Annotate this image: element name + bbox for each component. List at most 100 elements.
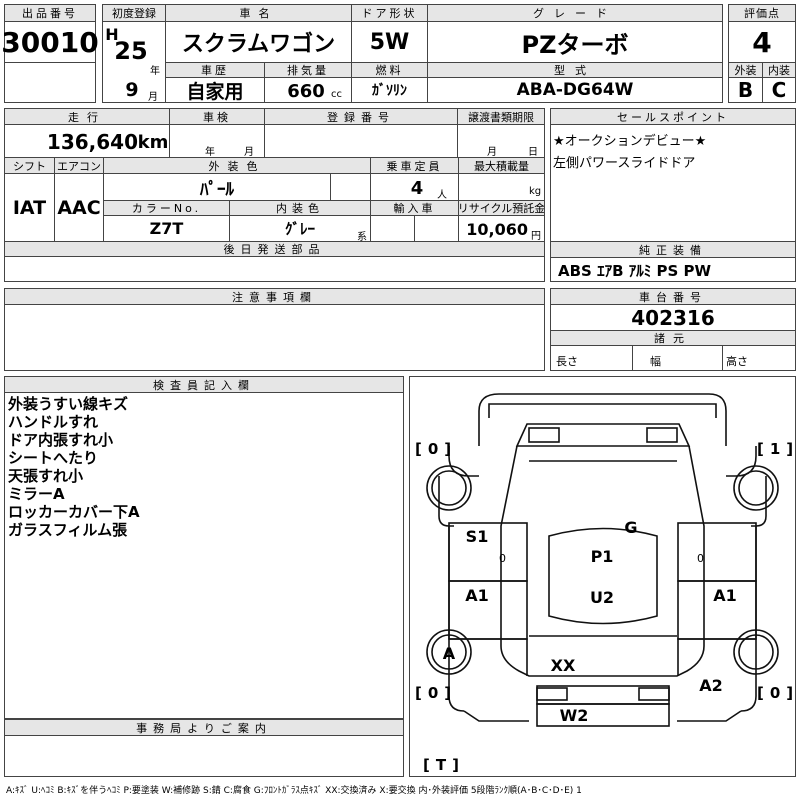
- lot-number: 30010: [1, 25, 99, 59]
- tail-lamp-right: [638, 687, 670, 701]
- inspection-box: [169, 124, 265, 158]
- first-reg-box: [102, 21, 166, 103]
- load-label: 最大積載量: [458, 157, 545, 174]
- tire-rr-label: [0]: [757, 684, 793, 702]
- sales-point-box: [550, 124, 796, 242]
- tire-fr: [733, 465, 779, 511]
- inspection-label: 車検: [169, 108, 265, 125]
- notes-label: 注意事項欄: [4, 288, 545, 305]
- load-unit: kg: [529, 186, 542, 197]
- disp-unit: cc: [331, 89, 342, 100]
- tire-fr-inner: [738, 470, 774, 506]
- transfer-day-unit: 日: [528, 147, 538, 158]
- name-label: 車名: [165, 4, 352, 22]
- later-parts-label: 後日発送部品: [4, 241, 545, 257]
- later-parts-box: [4, 256, 545, 282]
- sales-line-2: 左側パワースライドドア: [553, 156, 696, 171]
- inspector-note-2: ハンドルすれ: [8, 413, 99, 431]
- mileage: 136,640: [46, 130, 138, 154]
- first-reg-month: 9: [125, 79, 139, 101]
- grade: PZターボ: [521, 30, 629, 59]
- inspection-month-unit: 月: [244, 147, 254, 158]
- inspector-note-8: ガラスフィルム張: [8, 521, 128, 539]
- fuel-label: 燃料: [351, 62, 428, 78]
- import-box-b: [414, 215, 459, 242]
- int-score: C: [771, 78, 787, 102]
- capacity: 4: [410, 177, 424, 199]
- legend: A:ｷｽﾞ U:ﾍｺﾐ B:ｷｽﾞを伴うﾍｺﾐ P:要塗装 W:補修跡 S:錆 …: [6, 786, 582, 796]
- mark-xx: XX: [551, 656, 576, 675]
- recycle-label: リサイクル預託金: [458, 200, 545, 216]
- spec-label: 諸元: [550, 330, 796, 346]
- mileage-label: 走行: [4, 108, 170, 125]
- mark-a2: A2: [699, 676, 723, 695]
- wiper-left: [528, 427, 560, 443]
- chassis-label: 車台番号: [550, 288, 796, 305]
- tire-fl: [426, 465, 472, 511]
- spec-height-box: [722, 345, 796, 371]
- tire-fl-label: [0]: [415, 440, 451, 458]
- inspector-note-5: 天張すれ小: [8, 467, 84, 485]
- inspector-note-1: 外装うすい線キズ: [8, 395, 129, 413]
- first-reg-year: 25: [114, 37, 148, 65]
- roof-outline-inner: [488, 403, 717, 418]
- exterior-color: ﾊﾟｰﾙ: [200, 179, 234, 200]
- ext-label: 外装: [728, 62, 763, 78]
- transfer-box: [457, 124, 545, 158]
- import-box-a: [370, 215, 415, 242]
- spec-length-label: 長さ: [556, 355, 578, 368]
- equip-label: 純正装備: [550, 241, 796, 258]
- lot-empty-box: [4, 62, 96, 103]
- int-color-unit: 系: [357, 232, 367, 243]
- spec-height-label: 高さ: [726, 355, 748, 368]
- inspector-label: 検査員記入欄: [4, 376, 404, 393]
- aircon: AAC: [57, 196, 101, 219]
- tire-rr-inner: [738, 634, 774, 670]
- shift-box: [4, 173, 55, 242]
- int-box: [762, 77, 796, 103]
- rear-bumper: [463, 710, 742, 722]
- door-label: ドア形状: [351, 4, 428, 22]
- capacity-unit: 人: [437, 190, 447, 201]
- grade-label: グレード: [427, 4, 723, 22]
- color-no-label: カラーNo.: [103, 200, 230, 216]
- first-reg-era: H: [105, 24, 119, 44]
- wiper-right: [646, 427, 678, 443]
- history-box: [165, 77, 265, 103]
- mark-g: G: [624, 518, 637, 537]
- inspector-note-4: シートへたり: [8, 449, 99, 467]
- fuel-box: [351, 77, 428, 103]
- color-extra-box: [330, 173, 371, 201]
- shift-label: シフト: [4, 157, 55, 174]
- int-label: 内装: [762, 62, 796, 78]
- car-name: スクラムワゴン: [181, 32, 336, 57]
- mark-w2: W2: [560, 706, 589, 725]
- damage-diagram-box: [409, 376, 796, 777]
- front-fender-right: [751, 476, 767, 527]
- door-type: 5W: [369, 29, 410, 55]
- car-diagram: S1 G P1 A1 U2 A1 A XX A2 W2 [0] [1] [0] …: [415, 393, 793, 774]
- inspection-year-unit: 年: [205, 147, 215, 158]
- small-mark-right: 0: [697, 552, 704, 565]
- inspector-box: [4, 392, 404, 719]
- tire-fr-label: [1]: [757, 440, 793, 458]
- disp-label: 排気量: [264, 62, 352, 78]
- spec-width-box: [632, 345, 723, 371]
- tire-rl-label: [0]: [415, 684, 451, 702]
- load-box: [458, 173, 545, 201]
- ext-box: [728, 77, 763, 103]
- chassis-number: 402316: [631, 305, 715, 330]
- office-label: 事務局よりご案内: [4, 719, 404, 736]
- model-code: ABA-DG64W: [516, 80, 634, 100]
- first-reg-month-unit: 月: [148, 92, 158, 103]
- spare-tire-label: [T]: [423, 756, 459, 774]
- windshield: [515, 423, 691, 447]
- lot-box: [4, 21, 96, 63]
- front-fender-left: [438, 476, 454, 527]
- center-hood: [500, 445, 705, 677]
- equip-box: [550, 257, 796, 282]
- tail-lamp-left: [536, 687, 568, 701]
- spec-length-box: [550, 345, 633, 371]
- roof-outline: [478, 393, 727, 446]
- right-side: [740, 526, 757, 712]
